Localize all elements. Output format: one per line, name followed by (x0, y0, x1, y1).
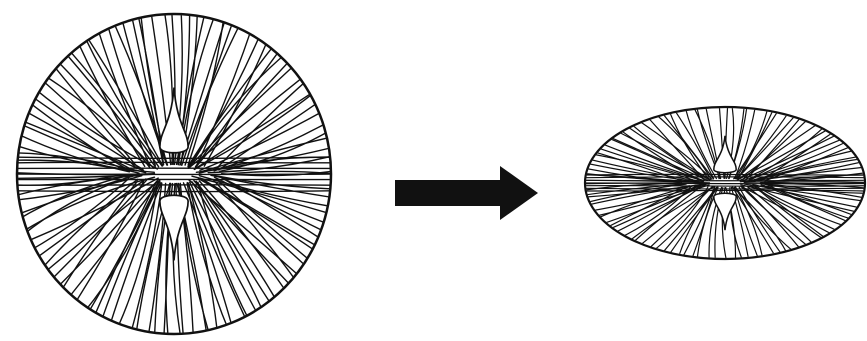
fibre-line (84, 33, 162, 166)
fibre-line (216, 78, 309, 168)
band-line (585, 180, 865, 181)
fibre-line (188, 74, 306, 168)
arrow-head (500, 166, 538, 220)
right-arrow-icon (395, 166, 538, 220)
fibre-lines (9, 6, 339, 341)
fibre-line (17, 123, 129, 172)
fibre-line (188, 14, 224, 165)
fibre-line (192, 176, 334, 215)
band-line (585, 188, 865, 189)
fibre-line (55, 181, 158, 290)
fibre-line (200, 178, 321, 249)
circular-fibre-pattern (9, 6, 339, 341)
band-line (585, 186, 865, 187)
fibre-lines (578, 103, 867, 263)
band-line (585, 174, 865, 175)
fibre-line (668, 187, 718, 256)
arrow-shaft (395, 180, 503, 206)
fibre-line (197, 26, 253, 165)
band-line (585, 190, 865, 191)
fibre-line (51, 62, 138, 168)
elliptical-fibre-pattern (578, 103, 867, 263)
fibre-line (66, 47, 158, 167)
band-line (17, 162, 331, 163)
fibre-line (93, 182, 156, 320)
fibre-line (201, 136, 335, 172)
band-line (585, 183, 865, 184)
fibre-line (14, 133, 129, 172)
band-line (17, 191, 331, 192)
